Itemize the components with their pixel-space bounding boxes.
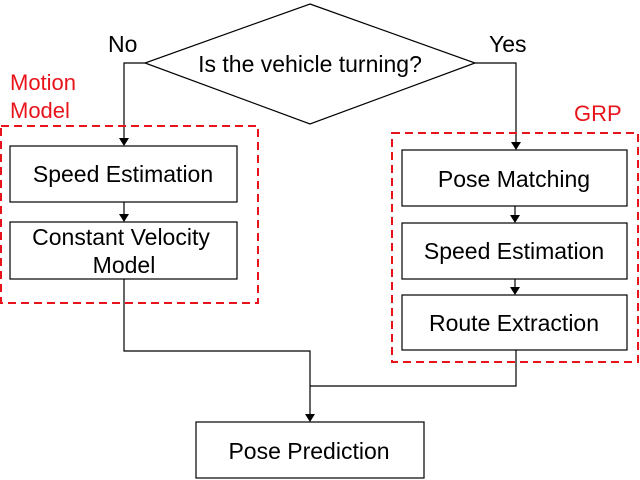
pose-prediction-label: Pose Prediction	[228, 438, 389, 464]
motion-model-group-frame	[0, 125, 259, 304]
route-extraction-box	[401, 294, 628, 351]
constant-velocity-label-line1: Constant Velocity	[32, 224, 210, 250]
decision-label: Is the vehicle turning?	[198, 51, 422, 77]
route-extraction-label: Route Extraction	[429, 310, 599, 336]
motion-model-label-line2: Model	[10, 98, 70, 123]
grp-group-frame	[391, 132, 639, 363]
yes-branch-connector	[475, 62, 517, 142]
left-arrowhead-1	[119, 214, 129, 222]
merge-arrowhead	[305, 414, 315, 422]
constant-velocity-label-line2: Model	[93, 252, 156, 278]
no-branch-arrowhead	[119, 138, 129, 146]
right-arrowhead-1	[510, 215, 520, 223]
right-speed-estimation-box	[401, 222, 628, 280]
motion-model-label-line1: Motion	[10, 70, 76, 95]
right-arrowhead-2	[510, 287, 520, 295]
no-branch-label: No	[108, 31, 137, 57]
yes-branch-arrowhead	[511, 142, 521, 150]
right-speed-estimation-label: Speed Estimation	[424, 238, 604, 264]
pose-matching-label: Pose Matching	[438, 166, 590, 192]
left-speed-estimation-box	[9, 145, 238, 203]
pose-prediction-box	[195, 421, 425, 479]
grp-label: GRP	[574, 101, 622, 126]
pose-matching-box	[401, 149, 628, 207]
yes-branch-label: Yes	[489, 31, 527, 57]
left-speed-estimation-label: Speed Estimation	[33, 161, 213, 187]
no-branch-connector	[123, 62, 145, 138]
decision-diamond	[143, 3, 477, 125]
left-merge-connector	[123, 279, 311, 414]
constant-velocity-model-box	[9, 221, 238, 280]
right-merge-connector	[310, 350, 517, 387]
